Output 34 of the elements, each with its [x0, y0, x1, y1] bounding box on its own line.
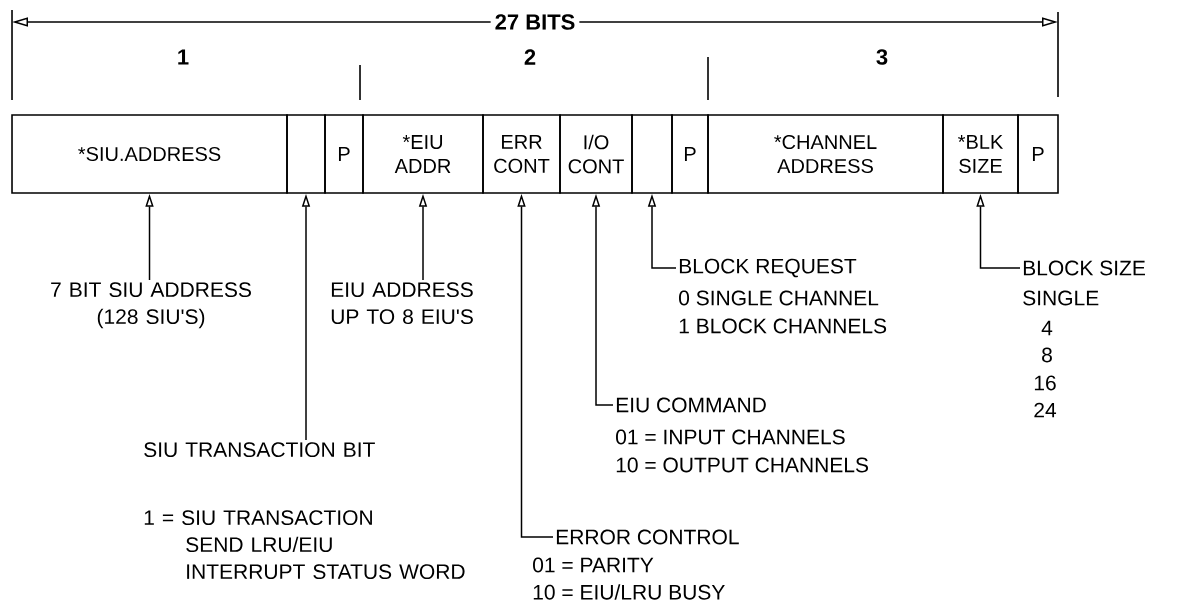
bit-field-cell: *CHANNEL ADDRESS [707, 114, 944, 194]
annotation-note: 10 = OUTPUT CHANNELS [616, 457, 869, 473]
annotation-note: 01 = INPUT CHANNELS [616, 429, 845, 445]
bit-field-cell: P [671, 114, 709, 194]
annotation-text: EIU ADDRESS UP TO 8 EIU'S [331, 282, 473, 325]
annotation-text: BLOCK REQUEST [679, 258, 857, 278]
annotation-note: 16 [1034, 375, 1056, 391]
bit-field-cell: P [324, 114, 364, 194]
annotation-note: 4 [1041, 320, 1053, 336]
annotation-note: 10 = EIU/LRU BUSY [533, 584, 725, 600]
field-number: 1 [178, 49, 189, 65]
empty-bit-cell [286, 114, 326, 194]
bit-field-cell: *EIU ADDR [362, 114, 484, 194]
annotation-note: 0 SINGLE CHANNEL [679, 290, 879, 306]
annotation-note: 1 BLOCK CHANNELS [679, 318, 887, 334]
bit-field-cell: P [1017, 114, 1059, 194]
annotation-text: SIU TRANSACTION BIT [144, 442, 375, 458]
annotation-text: 7 BIT SIU ADDRESS (128 SIU'S) [51, 282, 251, 329]
dimension-label: 27 BITS [490, 10, 580, 34]
bit-field-cell: I/O CONT [559, 114, 633, 194]
bit-field-cell: ERR CONT [482, 114, 561, 194]
annotation-note: 8 [1042, 347, 1052, 363]
annotation-text: EIU COMMAND [616, 397, 766, 413]
annotation-note: SINGLE [1023, 290, 1099, 306]
annotation-text: BLOCK SIZE [1023, 260, 1145, 276]
field-number: 2 [524, 49, 536, 65]
annotation-text: ERROR CONTROL [556, 529, 739, 545]
annotation-note: 24 [1034, 402, 1057, 418]
empty-bit-cell [631, 114, 673, 194]
bit-field-cell: *SIU.ADDRESS [11, 114, 288, 194]
field-number: 3 [876, 49, 888, 65]
annotation-note: 01 = PARITY [533, 557, 654, 573]
bit-field-cell: *BLK SIZE [942, 114, 1019, 194]
annotation-note: 1 = SIU TRANSACTION SEND LRU/EIU INTERRUPT STATUS WORD [144, 510, 465, 580]
